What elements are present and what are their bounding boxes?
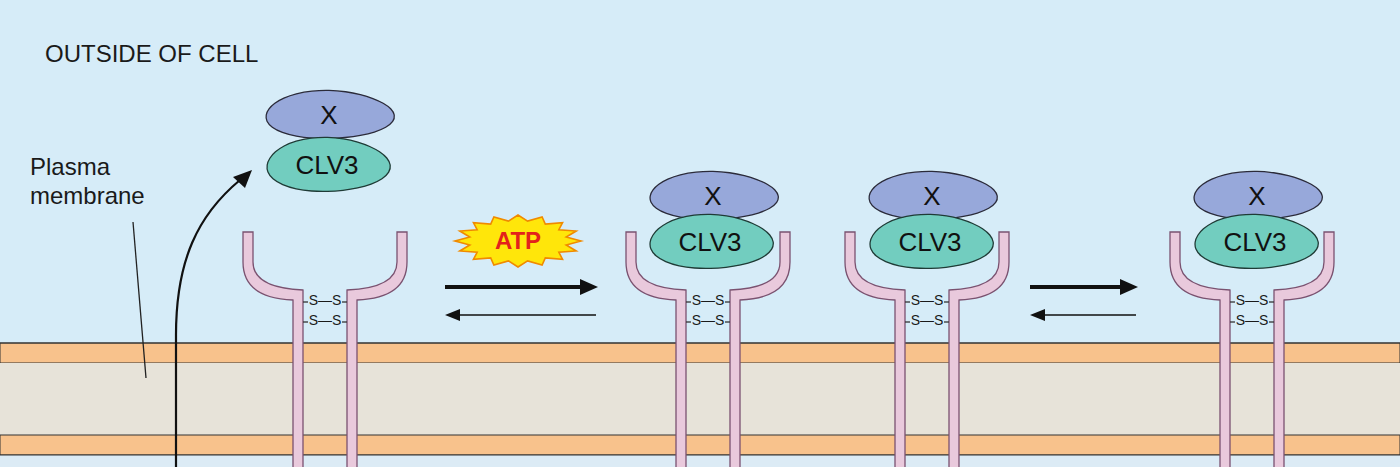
membrane-outer-leaflet <box>0 343 1400 363</box>
node-label: CLV3 <box>1223 227 1286 258</box>
node-label: CLV3 <box>678 227 741 258</box>
disulfide-bond: S—S <box>692 313 725 327</box>
clv3-peptide: CLV3 <box>265 137 390 193</box>
membrane-label: Plasma membrane <box>30 153 205 211</box>
leader-line <box>133 222 146 378</box>
cytoplasm <box>0 455 1400 467</box>
disulfide-bond: S—S <box>911 313 944 327</box>
ligand-partner-x: X <box>648 171 778 221</box>
node-label: X <box>1248 181 1265 212</box>
membrane-inner-leaflet <box>0 435 1400 455</box>
node-label: X <box>704 181 721 212</box>
ligand-partner-x: X <box>1192 171 1322 221</box>
receptor-dimer <box>243 232 407 467</box>
secretion-arrow <box>176 180 240 467</box>
disulfide-bond: S—S <box>692 293 725 307</box>
node-label: ATP <box>495 227 541 255</box>
equilibrium-arrows <box>445 279 598 321</box>
disulfide-bond: S—S <box>1236 313 1269 327</box>
atp-burst: ATP <box>455 215 581 267</box>
disulfide-bond: S—S <box>309 313 342 327</box>
disulfide-bond: S—S <box>1236 293 1269 307</box>
arrowhead <box>233 170 252 188</box>
region-label: OUTSIDE OF CELL <box>45 40 258 69</box>
ligand-partner-x: X <box>264 90 394 140</box>
node-label: CLV3 <box>295 150 358 181</box>
clv3-peptide: CLV3 <box>868 214 993 270</box>
clv3-peptide: CLV3 <box>1193 214 1318 270</box>
node-label: CLV3 <box>898 227 961 258</box>
clv3-peptide: CLV3 <box>648 214 773 270</box>
equilibrium-arrows <box>1030 279 1138 321</box>
node-label: X <box>923 181 940 212</box>
disulfide-bond: S—S <box>309 293 342 307</box>
membrane-core <box>0 363 1400 435</box>
node-label: X <box>320 100 337 131</box>
disulfide-bond: S—S <box>911 293 944 307</box>
ligand-partner-x: X <box>867 171 997 221</box>
